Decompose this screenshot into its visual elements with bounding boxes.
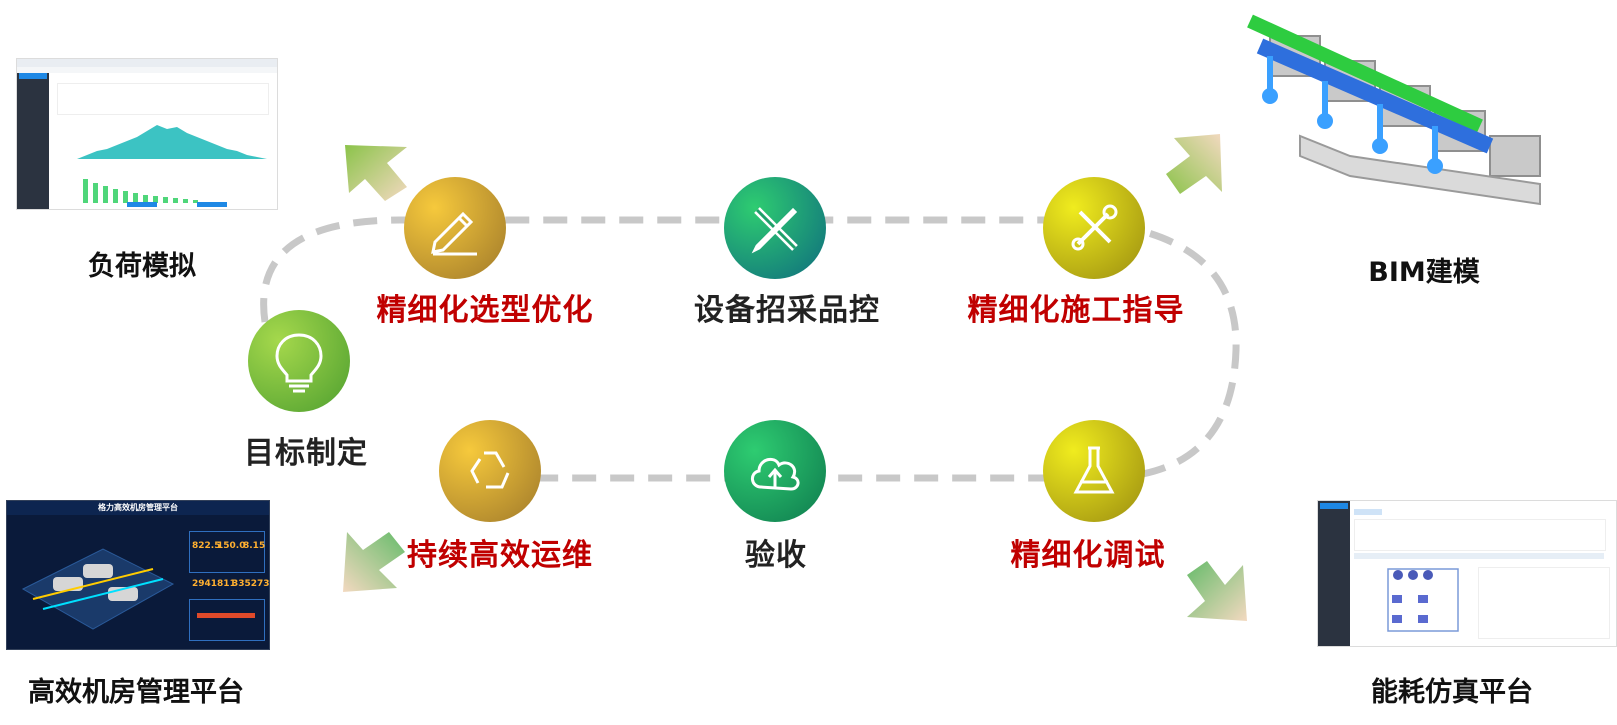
metric-5: 335273 xyxy=(232,579,270,589)
bim-label: BIM建模 xyxy=(1368,257,1480,288)
plant-room-3d xyxy=(21,548,175,630)
energy-sim-screenshot xyxy=(1317,500,1617,647)
metric-2: 150.0 xyxy=(217,541,246,551)
selection-label: 精细化选型优化 xyxy=(376,293,594,328)
operation-label: 持续高效运维 xyxy=(407,538,593,573)
acceptance-label: 验收 xyxy=(745,538,807,573)
lightbulb-icon xyxy=(275,333,323,393)
arrow-down-right-icon xyxy=(1187,561,1247,621)
load-bar-chart xyxy=(83,179,198,203)
energy-sim-label: 能耗仿真平台 xyxy=(1371,677,1533,708)
procurement-circle xyxy=(724,177,826,279)
commissioning-label: 精细化调试 xyxy=(1010,538,1166,573)
dashed-path xyxy=(260,216,1240,482)
tools-icon xyxy=(1071,204,1118,251)
load-area-chart xyxy=(77,125,267,159)
metric-4: 2941811 xyxy=(192,579,236,589)
pencil-icon xyxy=(431,211,477,256)
recycle-icon xyxy=(470,451,510,489)
load-sim-label: 负荷模拟 xyxy=(88,251,196,282)
construction-circle xyxy=(1043,177,1145,279)
selection-circle xyxy=(404,177,506,279)
platform-label: 高效机房管理平台 xyxy=(28,677,244,708)
cloud-upload-icon xyxy=(751,457,800,491)
procurement-label: 设备招采品控 xyxy=(694,293,880,328)
target-label: 目标制定 xyxy=(244,436,368,471)
arrow-up-left-icon xyxy=(345,145,407,201)
construction-label: 精细化施工指导 xyxy=(967,293,1185,328)
dashboard-title: 格力高效机房管理平台 xyxy=(98,503,178,512)
arrow-up-right-icon xyxy=(1166,134,1222,194)
metric-3: 8.15 xyxy=(243,541,266,551)
acceptance-circle xyxy=(724,420,826,522)
bim-model-image xyxy=(1247,14,1541,206)
arrow-down-left-icon xyxy=(343,532,405,592)
metric-1: 822.5 xyxy=(192,541,221,551)
ruler-pencil-icon xyxy=(751,207,798,254)
operation-circle xyxy=(439,420,541,522)
load-sim-screenshot xyxy=(16,58,278,210)
commissioning-circle xyxy=(1043,420,1145,522)
target-circle xyxy=(248,310,350,412)
flask-icon xyxy=(1073,446,1115,494)
platform-screenshot: 格力高效机房管理平台 822.5 150.0 8.15 2941811 3352… xyxy=(6,500,270,650)
pipe-diagram xyxy=(1387,568,1459,632)
